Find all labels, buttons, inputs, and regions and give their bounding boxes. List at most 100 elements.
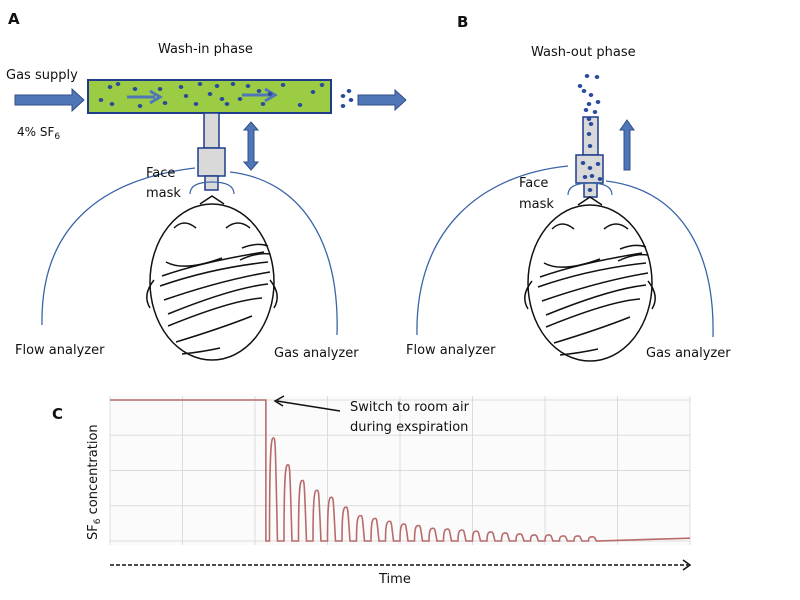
exhaled-particle <box>583 108 589 112</box>
plot-background <box>110 396 690 545</box>
chart-grid <box>109 396 691 545</box>
right-eyebrow <box>603 223 629 230</box>
panel-c-letter: C <box>52 405 64 423</box>
face-mask-label-b-2: mask <box>519 197 554 212</box>
face-line <box>619 244 647 250</box>
sf6-particle <box>319 83 325 87</box>
sf6-particle <box>260 102 266 106</box>
y-label-sub: 6 <box>93 518 103 525</box>
exhaled-particle <box>581 89 587 93</box>
y-axis-label: SF6 concentration <box>86 424 103 540</box>
y-label-sf: SF <box>86 524 101 540</box>
exhaled-particle <box>586 132 592 136</box>
exhaled-particle <box>587 144 593 148</box>
sf6-particle <box>230 82 236 86</box>
left-ear <box>524 280 533 310</box>
exhaled-particle <box>589 174 595 178</box>
left-eyebrow <box>173 222 197 229</box>
panel-a-letter: A <box>8 10 20 28</box>
gas-analyzer-cable-a <box>229 171 338 336</box>
connector-tube-a <box>203 112 220 149</box>
face-line <box>165 257 223 267</box>
flow-analyzer-cable-b <box>416 165 569 336</box>
nose <box>577 196 603 206</box>
wash-out-title: Wash-out phase <box>531 45 636 60</box>
exhaled-particle <box>594 75 600 79</box>
face-line <box>161 251 265 277</box>
exhaled-particle <box>588 93 594 97</box>
flow-direction-arrow-1 <box>127 89 163 105</box>
annotation-line-2: during exspiration <box>350 420 469 435</box>
exhaled-particle <box>597 177 603 181</box>
face-line <box>559 348 599 356</box>
left-eyebrow <box>551 223 575 230</box>
gas-supply-label: Gas supply <box>6 68 78 83</box>
nose <box>199 195 225 205</box>
sf6-particle <box>346 89 352 93</box>
mask-filter-a <box>197 147 226 177</box>
face-line <box>175 315 253 343</box>
sf6-particle <box>197 82 203 86</box>
right-ear <box>647 280 656 310</box>
gas-concentration-label: 4% SF6 <box>17 125 60 142</box>
sf6-particle <box>310 90 316 94</box>
face-line <box>545 284 647 316</box>
gas-analyzer-cable-b <box>605 180 714 338</box>
exhaled-particle <box>592 110 598 114</box>
flow-analyzer-label-b: Flow analyzer <box>406 343 496 358</box>
bidirectional-flow-arrow <box>242 121 260 171</box>
sf6-particle <box>98 98 104 102</box>
face-line <box>553 316 631 344</box>
sf6-particle <box>193 102 199 106</box>
exhaled-particle <box>582 175 588 179</box>
exhaled-particle <box>595 100 601 104</box>
sf6-particle <box>207 92 213 96</box>
right-eyebrow <box>225 222 251 229</box>
sf6-particle <box>224 102 230 106</box>
sf6-particle <box>348 98 354 102</box>
exhale-arrow <box>619 119 635 171</box>
annotation-arrow <box>273 395 341 412</box>
sf6-particle <box>340 94 346 98</box>
sf6-particle <box>280 83 286 87</box>
face-line <box>541 272 649 302</box>
exhaled-particle <box>586 102 592 106</box>
face-line <box>617 253 649 262</box>
mask-seal <box>567 182 613 196</box>
gas-analyzer-label-b: Gas analyzer <box>646 346 731 361</box>
exhaled-particle <box>577 84 583 88</box>
patient-head-a <box>146 181 278 361</box>
left-ear <box>146 279 155 309</box>
head-outline <box>527 204 653 362</box>
face-line <box>181 347 221 355</box>
outflow-arrow <box>357 88 407 112</box>
mask-seal <box>189 181 235 195</box>
breathing-tube <box>87 79 332 114</box>
sf6-particle <box>109 102 115 106</box>
gas-conc-subscript: 6 <box>54 132 61 142</box>
face-line <box>537 262 647 288</box>
exhaled-particle <box>586 117 592 121</box>
sf6-particle <box>107 85 113 89</box>
sf6-particle <box>340 104 346 108</box>
flow-direction-arrow-2 <box>242 87 278 103</box>
sf6-particle <box>132 87 138 91</box>
wash-in-title: Wash-in phase <box>158 42 253 57</box>
sf6-particle <box>183 94 189 98</box>
face-line <box>539 252 643 278</box>
x-axis-label: Time <box>379 572 411 587</box>
face-mask-label-a-2: mask <box>146 186 181 201</box>
sf6-particle <box>162 101 168 105</box>
sf6-particle <box>137 104 143 108</box>
face-line <box>241 243 269 249</box>
gas-supply-arrow <box>14 87 85 113</box>
exhaled-particle <box>580 161 586 165</box>
annotation-line-1: Switch to room air <box>350 400 469 415</box>
patient-head-b <box>524 182 656 362</box>
face-line <box>167 283 269 315</box>
setup-diagram <box>14 74 714 362</box>
gas-conc-text: 4% SF <box>17 125 55 139</box>
face-mask-label-b-1: Face <box>519 176 549 191</box>
face-mask-label-a-1: Face <box>146 166 176 181</box>
exhaled-particle <box>595 162 601 166</box>
